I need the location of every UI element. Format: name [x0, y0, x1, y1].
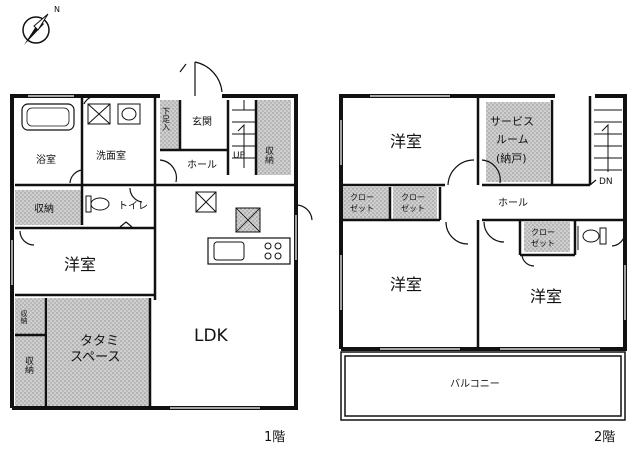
f1-storage-stair-label: 収納 — [263, 145, 274, 165]
f2-closet3-label-line2: ゼット — [531, 238, 555, 248]
kitchen-counter-icon — [207, 207, 291, 265]
f1-storage-front-fill — [160, 100, 180, 150]
f1-toilet-label: トイレ — [118, 201, 148, 212]
f1-storage-left-fill — [15, 190, 81, 225]
f1-closet-tall-fill — [15, 336, 45, 408]
fridge-icon — [195, 191, 217, 213]
f2-closet2-label-line1: クロー — [401, 193, 425, 202]
f1-stairs-icon — [232, 100, 256, 168]
f2-floor-label: 2階 — [594, 430, 615, 445]
f1-hall-label: ホール — [187, 159, 217, 171]
f2-toilet-icon — [577, 226, 607, 250]
f1-tatami-fill — [48, 298, 150, 408]
f2-service-label-line3: (納戸) — [496, 152, 527, 165]
f1-storage-left-label: 収納 — [34, 202, 54, 215]
f2-closet1-label-line1: クロー — [350, 193, 374, 202]
f2-closet1-label-line2: ゼット — [350, 203, 374, 213]
f1-storage-stair-fill — [256, 100, 291, 175]
compass-label: N — [54, 5, 60, 14]
f2-closet3-label-line1: クロー — [531, 228, 555, 237]
f2-hall-label: ホール — [498, 197, 528, 209]
floor1-plan: 浴室 洗面室 玄関 下足入 ホール UP 収納 収納 トイレ 洋室 LDK タタ… — [10, 61, 313, 445]
f2-closet3-fill — [524, 222, 570, 252]
f1-tatami-label-line1: タタミ — [80, 334, 119, 349]
f2-western-top-label: 洋室 — [390, 132, 422, 151]
f1-bath-label: 浴室 — [36, 153, 56, 166]
floor2-plan: 洋室 サービス ルーム (納戸) DN クロー ゼット クロー ゼット ホール … — [339, 94, 627, 445]
compass-icon: N — [22, 5, 60, 45]
f1-floor-label: 1階 — [264, 430, 285, 445]
washbasin-icon — [87, 103, 141, 125]
f1-closet-tall-label: 収納 — [23, 355, 34, 375]
f1-western-label: 洋室 — [64, 255, 96, 274]
f2-balcony-label: バルコニー — [450, 378, 500, 390]
bathtub-icon — [21, 103, 75, 131]
f1-closet-small-fill — [15, 298, 45, 334]
f2-stairs-icon — [594, 109, 622, 172]
f2-closet2-label-line2: ゼット — [401, 203, 425, 213]
f1-storage-front-label: 下足入 — [162, 107, 171, 131]
f2-western-br-label: 洋室 — [530, 287, 562, 306]
f2-western-bl-label: 洋室 — [390, 275, 422, 294]
f1-up-label: UP — [233, 151, 246, 161]
f2-service-label-line1: サービス — [490, 115, 534, 128]
f1-ldk-label: LDK — [194, 326, 229, 346]
f1-closet-small-label: 収納 — [20, 310, 28, 325]
f1-tatami-label-line2: スペース — [70, 350, 120, 365]
f2-closet1-fill — [343, 187, 389, 219]
f1-entrance-label: 玄関 — [192, 115, 212, 128]
toilet-icon — [85, 195, 110, 213]
f2-dn-label: DN — [599, 177, 613, 187]
f2-service-label-line2: ルーム — [496, 133, 529, 146]
f2-closet2-fill — [393, 187, 437, 219]
f1-washroom-label: 洗面室 — [96, 149, 126, 162]
